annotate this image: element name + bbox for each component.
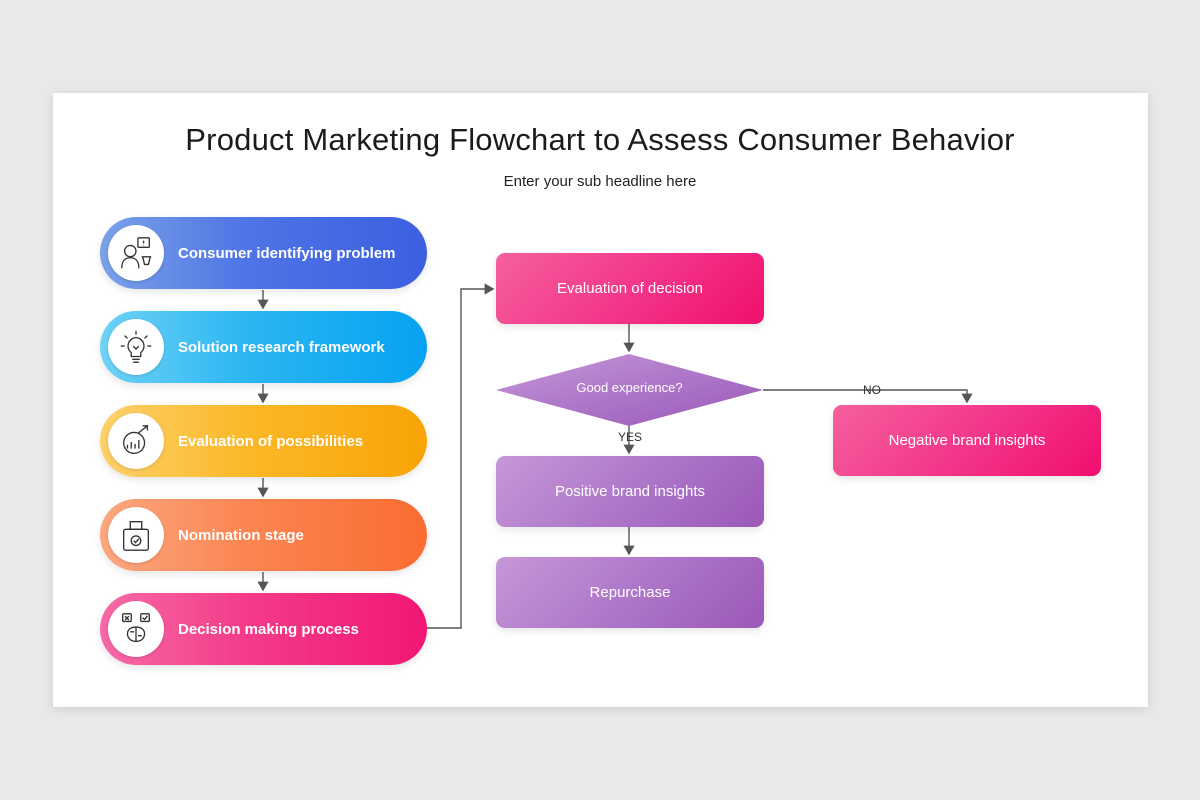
repurchase-box: Repurchase — [496, 557, 764, 628]
page-subtitle: Enter your sub headline here — [503, 173, 697, 190]
stage-evaluation-of-possibilities: Evaluation of possibilities — [100, 405, 427, 477]
decision-diamond — [496, 354, 763, 426]
stage-label: Nomination stage — [178, 526, 304, 544]
stage-solution-research-framework: Solution research framework — [100, 311, 427, 383]
good-experience-question: Good experience? — [576, 380, 683, 395]
growth-chart-icon — [108, 413, 164, 469]
person-thinking-icon — [108, 225, 164, 281]
yes-label: YES — [618, 430, 643, 444]
stage-consumer-identifying-problem: Consumer identifying problem — [100, 217, 427, 289]
page-title: Product Marketing Flowchart to Assess Co… — [185, 122, 1015, 157]
stage-label: Decision making process — [178, 620, 359, 638]
arrow-no — [763, 389, 973, 404]
positive-brand-insights-box: Positive brand insights — [496, 456, 764, 527]
lightbulb-icon — [108, 319, 164, 375]
stage-label: Evaluation of possibilities — [178, 432, 364, 450]
no-label: NO — [863, 383, 881, 397]
arrow-stage5-to-evaluation — [427, 283, 495, 629]
stage-label: Consumer identifying problem — [178, 244, 396, 262]
evaluation-of-decision-box: Evaluation of decision — [496, 253, 764, 324]
stage-nomination: Nomination stage — [100, 499, 427, 571]
ballot-box-icon — [108, 507, 164, 563]
stage-label: Solution research framework — [178, 338, 385, 356]
stage-decision-making-process: Decision making process — [100, 593, 427, 665]
negative-brand-insights-box: Negative brand insights — [833, 405, 1101, 476]
brain-choices-icon — [108, 601, 164, 657]
